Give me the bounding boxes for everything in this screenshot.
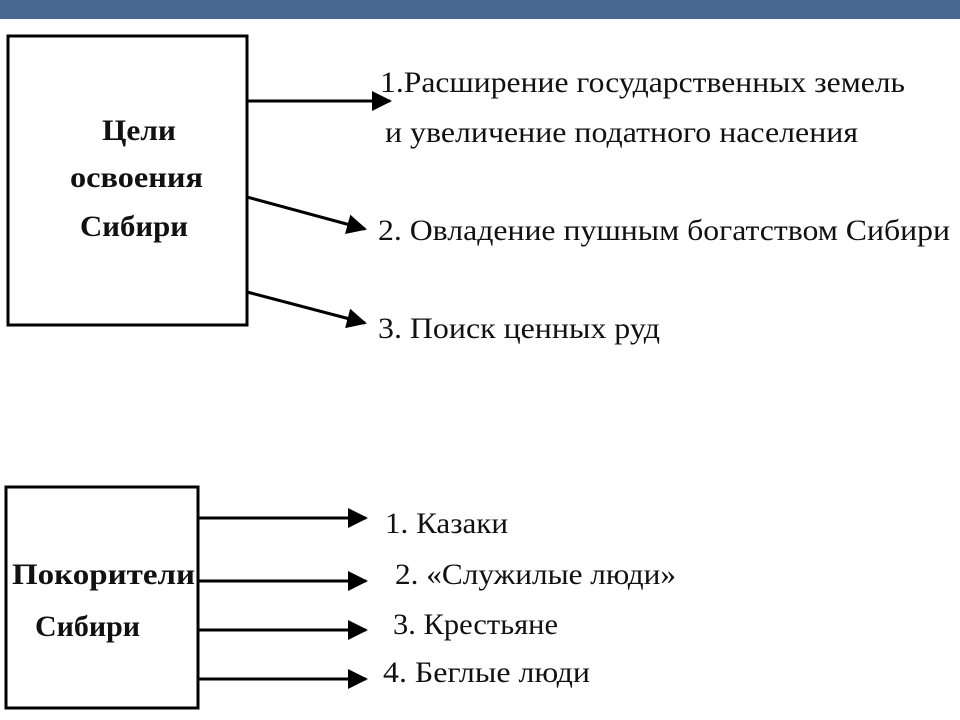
goal-item-3: 3. Поиск ценных руд (378, 312, 660, 345)
goal-item-2: 2. Овладение пушным богатством Сибири (378, 214, 950, 247)
conquerors-title-line: Сибири (35, 610, 140, 643)
goal-item-1-line1: 1.Расширение государственных земель (380, 66, 905, 99)
goals-box (6, 34, 249, 327)
conqueror-item-3: 3. Крестьяне (393, 608, 558, 641)
conqueror-item-2: 2. «Служилые люди» (395, 558, 676, 591)
conqueror-item-1: 1. Казаки (385, 507, 508, 540)
conquerors-group: Покорители Сибири 1. Казаки 2. «Служилые… (4, 485, 676, 710)
header-bar (0, 0, 960, 19)
arrow (246, 195, 367, 234)
arrow (246, 290, 367, 329)
goals-title-line: Сибири (80, 210, 188, 243)
goals-group: Цели освоения Сибири 1.Расширение госуда… (6, 34, 950, 345)
goal-item-1-line2: и увеличение податного населения (385, 116, 858, 149)
goals-title-line: освоения (70, 161, 203, 194)
conquerors-box (4, 485, 200, 710)
conquerors-title-line: Покорители (12, 558, 195, 591)
conqueror-item-4: 4. Беглые люди (383, 656, 590, 689)
goals-title-line: Цели (102, 114, 176, 147)
